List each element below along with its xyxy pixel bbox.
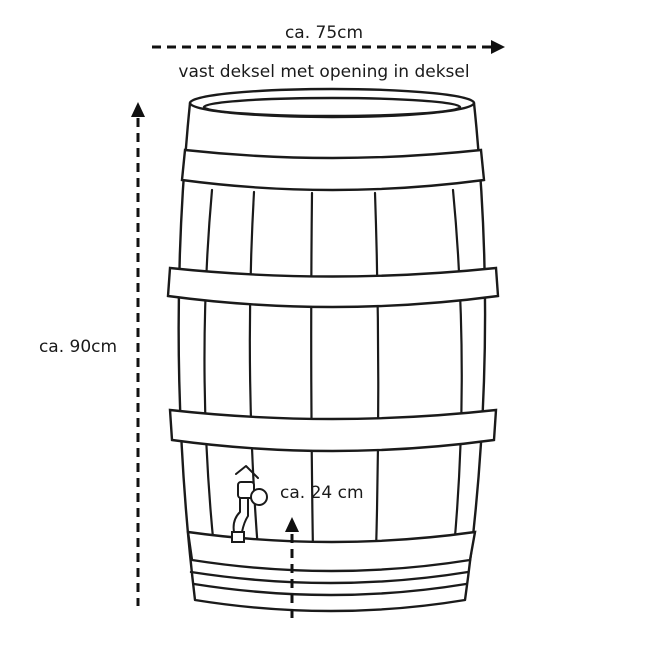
hoop-bottom-line (192, 582, 468, 597)
hoop-bottom (186, 530, 477, 573)
tap-height-dimension: ca. 24 cm (280, 483, 364, 622)
stave (373, 191, 380, 554)
stave (203, 188, 216, 550)
tap-icon (231, 465, 268, 543)
stave (310, 191, 315, 554)
lid-label: vast deksel met opening in deksel (178, 62, 469, 82)
barrel (166, 87, 500, 613)
height-label: ca. 90cm (39, 337, 117, 357)
stave (451, 188, 463, 550)
hoop-upper (166, 266, 500, 309)
height-dimension: ca. 90cm (39, 102, 145, 606)
hoop-bottom-line (189, 570, 470, 585)
barrel-body (177, 101, 487, 613)
hoop-top (180, 148, 486, 192)
hoop-lower (168, 408, 498, 453)
barrel-lid-inner (202, 96, 462, 118)
width-label: ca. 75cm (285, 23, 363, 43)
width-dimension: ca. 75cm vast deksel met opening in deks… (152, 23, 505, 82)
tap-height-label: ca. 24 cm (280, 483, 364, 503)
